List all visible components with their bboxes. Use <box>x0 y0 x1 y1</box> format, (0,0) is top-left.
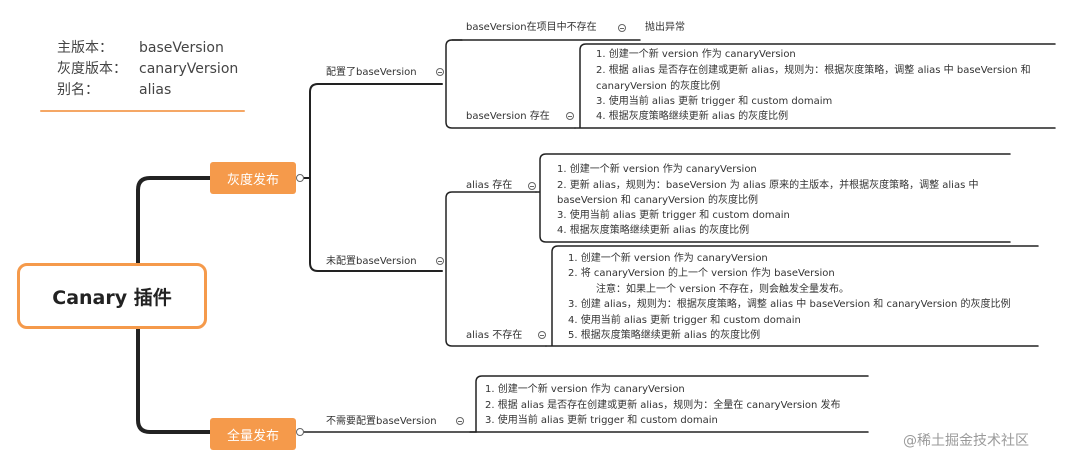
legend-key: 主版本： <box>57 40 113 56</box>
alias-missing-step-3: 3. 创建 alias，规则为：根据灰度策略，调整 alias 中 baseVe… <box>568 299 1011 310</box>
unconfigured-split <box>445 191 547 347</box>
legend-key: 别名： <box>57 82 99 98</box>
legend-canary-version: 灰度版本： canaryVersion <box>57 59 238 80</box>
full-collapse-toggle[interactable] <box>296 428 304 436</box>
throw-exception-text: 抛出异常 <box>645 22 685 33</box>
alias-exists-collapse-icon[interactable] <box>528 182 536 190</box>
base-not-exist-label: baseVersion在项目中不存在 <box>466 22 597 33</box>
legend-value: canaryVersion <box>139 61 239 77</box>
no-config-base-label: 不需要配置baseVersion <box>326 416 437 427</box>
exists-step-3: 3. 使用当前 alias 更新 trigger 和 custom domaim <box>596 96 833 107</box>
gray-release-label: 灰度发布 <box>226 172 279 188</box>
alias-exists-step-1: 1. 创建一个新 version 作为 canaryVersion <box>557 164 757 175</box>
alias-missing-collapse-icon[interactable] <box>538 331 546 339</box>
legend-key: 灰度版本： <box>57 61 127 77</box>
alias-missing-step-1: 1. 创建一个新 version 作为 canaryVersion <box>568 253 768 264</box>
full-release-label: 全量发布 <box>226 428 279 444</box>
legend-main-version: 主版本： baseVersion <box>57 38 224 59</box>
alias-exists-label: alias 存在 <box>466 180 513 191</box>
configured-collapse-icon[interactable] <box>436 68 444 76</box>
gray-release-node[interactable]: 灰度发布 <box>210 162 296 194</box>
alias-missing-step-5: 5. 根据灰度策略继续更新 alias 的灰度比例 <box>568 330 761 341</box>
root-label: Canary 插件 <box>52 286 172 309</box>
full-release-node[interactable]: 全量发布 <box>210 418 296 450</box>
exists-step-4: 4. 根据灰度策略继续更新 alias 的灰度比例 <box>596 111 789 122</box>
trunk-to-full <box>136 327 212 434</box>
full-step-2: 2. 根据 alias 是否存在创建或更新 alias，规则为：全量在 cana… <box>485 400 841 411</box>
configured-base-label: 配置了baseVersion <box>326 67 417 78</box>
alias-missing-step-4: 4. 使用当前 alias 更新 trigger 和 custom domain <box>568 315 801 326</box>
alias-missing-bracket <box>545 245 1039 347</box>
alias-missing-note: 注意：如果上一个 version 不存在，则会触发全量发布。 <box>596 284 849 295</box>
watermark-text: @稀土掘金技术社区 <box>903 433 1029 449</box>
full-step-3: 3. 使用当前 alias 更新 trigger 和 custom domain <box>485 415 718 426</box>
legend-alias: 别名： alias <box>57 80 171 101</box>
alias-exists-bracket <box>535 153 1011 243</box>
alias-exists-step-2-cont: baseVersion 和 canaryVersion 的灰度比例 <box>557 195 759 206</box>
unconfigured-collapse-icon[interactable] <box>436 257 444 265</box>
gray-collapse-toggle[interactable] <box>296 174 304 182</box>
legend-underline <box>40 110 245 112</box>
alias-exists-step-3: 3. 使用当前 alias 更新 trigger 和 custom domain <box>557 210 790 221</box>
no-config-collapse-icon[interactable] <box>456 417 464 425</box>
exists-step-2: 2. 根据 alias 是否存在创建或更新 alias，规则为：根据灰度策略，调… <box>596 65 1031 76</box>
full-steps-top <box>469 375 869 433</box>
full-step-1: 1. 创建一个新 version 作为 canaryVersion <box>485 384 685 395</box>
unconfigured-base-label: 未配置baseVersion <box>326 256 417 267</box>
legend-value: alias <box>139 82 172 98</box>
alias-missing-label: alias 不存在 <box>466 330 523 341</box>
trunk-to-gray <box>136 176 212 265</box>
alias-missing-step-2: 2. 将 canaryVersion 的上一个 version 作为 baseV… <box>568 268 835 279</box>
gray-split <box>301 83 443 272</box>
exists-step-2-cont: canaryVersion 的灰度比例 <box>596 81 721 92</box>
base-exists-label: baseVersion 存在 <box>466 111 550 122</box>
legend-value: baseVersion <box>139 40 224 56</box>
not-exist-collapse-icon[interactable] <box>618 24 626 32</box>
alias-exists-step-2: 2. 更新 alias，规则为：baseVersion 为 alias 原来的主… <box>557 180 979 191</box>
exists-step-1: 1. 创建一个新 version 作为 canaryVersion <box>596 49 796 60</box>
exists-bracket <box>574 43 1056 129</box>
alias-exists-step-4: 4. 根据灰度策略继续更新 alias 的灰度比例 <box>557 225 750 236</box>
root-node[interactable]: Canary 插件 <box>17 263 207 329</box>
base-exists-collapse-icon[interactable] <box>566 112 574 120</box>
